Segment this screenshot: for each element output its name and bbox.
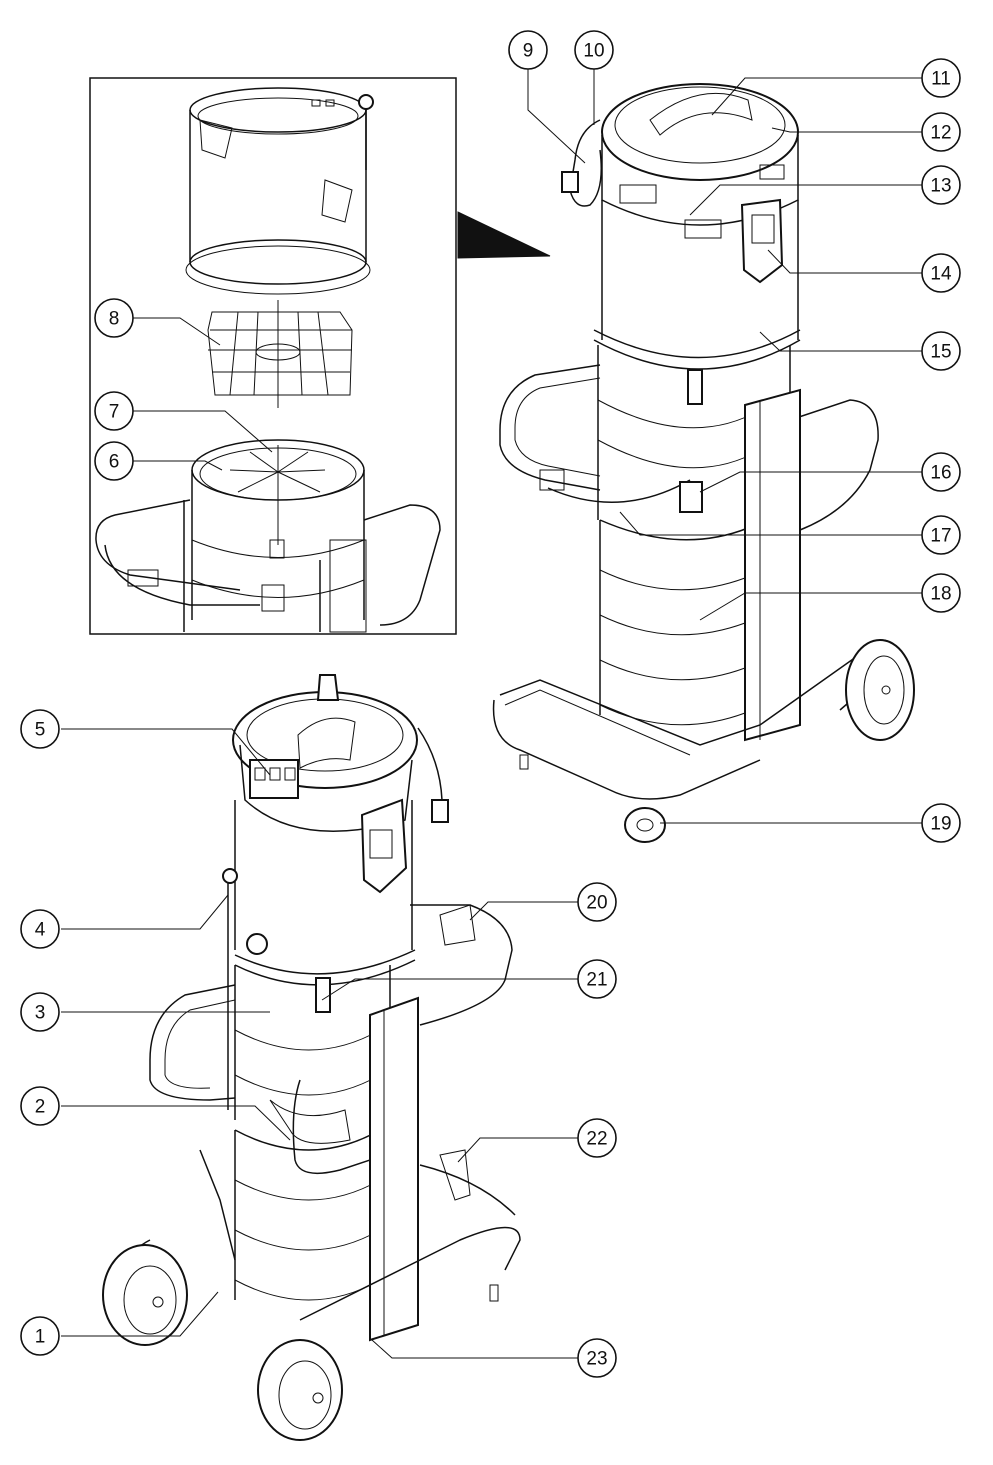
callout-number: 8 — [109, 309, 120, 330]
callout-12: 12 — [921, 112, 961, 152]
callout-11: 11 — [921, 58, 961, 98]
callout-number: 20 — [586, 893, 607, 914]
exploded-view-inset — [89, 77, 457, 635]
callout-circle — [577, 959, 617, 999]
callout-number: 23 — [586, 1349, 607, 1370]
upper-container-illustration — [185, 87, 374, 295]
callout-number: 16 — [930, 463, 951, 484]
callout-21: 21 — [577, 959, 617, 999]
callout-circle — [921, 331, 961, 371]
callout-18: 18 — [921, 573, 961, 613]
callout-circle — [921, 452, 961, 492]
callout-1: 1 — [20, 1316, 60, 1356]
callout-23: 23 — [577, 1338, 617, 1378]
callout-22: 22 — [577, 1118, 617, 1158]
callout-number: 5 — [35, 720, 46, 741]
callout-circle — [577, 1338, 617, 1378]
callout-circle — [20, 1086, 60, 1126]
lower-container-illustration — [95, 439, 441, 633]
callout-number: 11 — [931, 69, 951, 90]
callout-15: 15 — [921, 331, 961, 371]
callout-number: 12 — [930, 123, 951, 144]
callout-circle — [20, 909, 60, 949]
leader-lines — [61, 69, 922, 1359]
right-vacuum-illustration — [492, 83, 915, 843]
callout-number: 15 — [930, 342, 951, 363]
callout-circle — [921, 165, 961, 205]
callout-9: 9 — [508, 30, 548, 70]
callout-number: 13 — [930, 176, 951, 197]
left-vacuum-illustration — [102, 674, 521, 1441]
callout-circle — [20, 709, 60, 749]
callout-circle — [921, 253, 961, 293]
callout-number: 21 — [586, 970, 607, 991]
callout-20: 20 — [577, 882, 617, 922]
callout-13: 13 — [921, 165, 961, 205]
callout-17: 17 — [921, 515, 961, 555]
callout-circle — [94, 391, 134, 431]
callout-number: 19 — [930, 814, 951, 835]
callout-circle — [921, 58, 961, 98]
callout-14: 14 — [921, 253, 961, 293]
callout-7: 7 — [94, 391, 134, 431]
callout-number: 14 — [930, 264, 952, 285]
callout-5: 5 — [20, 709, 60, 749]
callout-number: 17 — [930, 526, 951, 547]
callout-circle — [20, 1316, 60, 1356]
callout-number: 10 — [583, 41, 604, 62]
exploded-view-arrow — [457, 211, 551, 259]
callout-circle — [508, 30, 548, 70]
callout-number: 22 — [586, 1129, 607, 1150]
callout-circle — [921, 515, 961, 555]
callout-number: 1 — [35, 1327, 46, 1348]
callout-circle — [20, 992, 60, 1032]
callout-16: 16 — [921, 452, 961, 492]
callout-8: 8 — [94, 298, 134, 338]
callout-number: 2 — [35, 1097, 46, 1118]
callout-3: 3 — [20, 992, 60, 1032]
filter-basket-illustration — [207, 300, 353, 408]
callout-circle — [577, 882, 617, 922]
callout-number: 3 — [35, 1003, 46, 1024]
callout-circle — [921, 112, 961, 152]
callout-circle — [921, 573, 961, 613]
callout-circle — [577, 1118, 617, 1158]
callout-number: 7 — [109, 402, 120, 423]
callout-number: 9 — [523, 41, 534, 62]
callout-number: 6 — [109, 452, 120, 473]
callout-circle — [921, 803, 961, 843]
inset-frame — [89, 77, 457, 635]
callout-circle — [94, 298, 134, 338]
callout-10: 10 — [574, 30, 614, 70]
callout-4: 4 — [20, 909, 60, 949]
callout-19: 19 — [921, 803, 961, 843]
callout-number: 4 — [35, 920, 46, 941]
callout-circle — [94, 441, 134, 481]
callout-2: 2 — [20, 1086, 60, 1126]
callout-6: 6 — [94, 441, 134, 481]
callout-circle — [574, 30, 614, 70]
callout-number: 18 — [930, 584, 951, 605]
